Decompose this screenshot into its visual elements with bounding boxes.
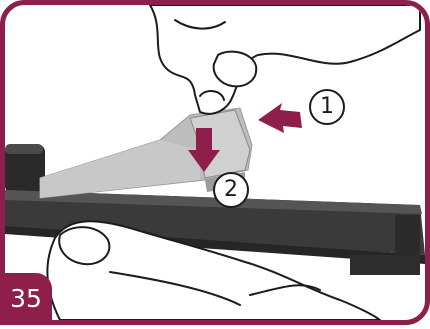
step-number-badge: 35 [0,273,52,325]
rail-end-knob [5,144,45,194]
callout-step-2: 2 [213,172,249,208]
callout-step-1: 1 [309,89,345,125]
